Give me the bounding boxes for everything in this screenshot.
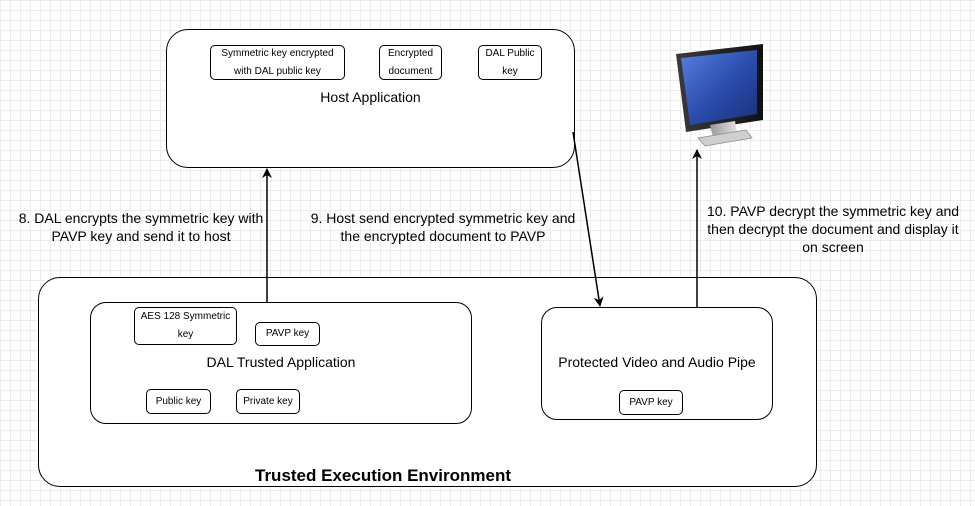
private-key-item: Private key [236, 389, 300, 414]
pavp-pavp-key-item: PAVP key [619, 390, 683, 415]
tee-title: Trusted Execution Environment [255, 466, 511, 485]
step-8-caption: 8. DAL encrypts the symmetric key with P… [18, 210, 264, 244]
host-dal-public-key-item: DAL Public key [478, 45, 542, 80]
step-9-caption: 9. Host send encrypted symmetric key and… [310, 210, 576, 244]
dal-pavp-key-label: PAVP key [265, 328, 310, 339]
host-dal-public-key-label: DAL Public key [485, 47, 535, 77]
aes-symmetric-key-label: AES 128 Symmetric key [140, 311, 231, 340]
host-application-title: Host Application [320, 89, 421, 105]
dal-trusted-application-title: DAL Trusted Application [206, 354, 356, 370]
monitor-icon [676, 44, 763, 147]
pavp-title: Protected Video and Audio Pipe [558, 354, 756, 370]
arrow-host-to-pavp [572, 131, 604, 307]
pavp-pavp-key-label: PAVP key [629, 396, 673, 408]
dal-pavp-key-item: PAVP key [255, 322, 320, 346]
public-key-label: Public key [155, 395, 202, 407]
aes-symmetric-key-item: AES 128 Symmetric key [134, 307, 237, 345]
step-10-caption: 10. PAVP decrypt the symmetric key and t… [706, 203, 960, 255]
host-symmetric-key-item: Symmetric key encrypted with DAL public … [210, 45, 345, 80]
public-key-item: Public key [146, 389, 211, 414]
host-encrypted-document-label: Encrypted document [387, 47, 434, 77]
host-symmetric-key-label: Symmetric key encrypted with DAL public … [221, 47, 334, 77]
host-encrypted-document-item: Encrypted document [379, 45, 442, 80]
private-key-label: Private key [243, 395, 293, 407]
